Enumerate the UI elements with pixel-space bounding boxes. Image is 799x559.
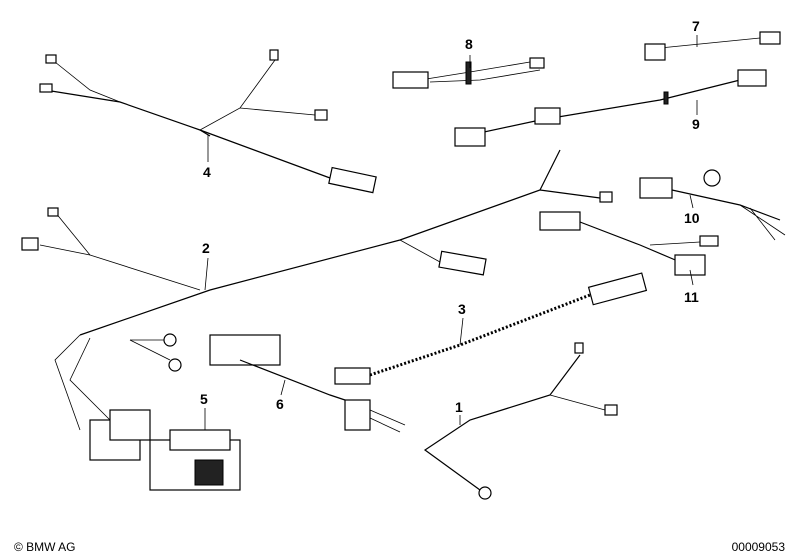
- harness-10: [639, 169, 786, 241]
- harness-11: [539, 211, 719, 276]
- harness-7: [644, 31, 781, 61]
- harness-1: [423, 342, 618, 500]
- callout-6[interactable]: 6: [276, 396, 284, 412]
- callout-1[interactable]: 1: [455, 399, 463, 415]
- callout-5[interactable]: 5: [200, 391, 208, 407]
- cable-6: [209, 334, 406, 433]
- harness-9: [454, 69, 767, 147]
- copyright-label: © BMW AG: [14, 540, 76, 554]
- callout-leaders: [204, 35, 698, 430]
- callout-7[interactable]: 7: [692, 18, 700, 34]
- callout-11[interactable]: 11: [684, 289, 699, 305]
- callout-10[interactable]: 10: [684, 210, 700, 226]
- harness-8: [392, 57, 545, 89]
- callout-8[interactable]: 8: [465, 36, 473, 52]
- callout-4[interactable]: 4: [203, 164, 211, 180]
- switch-5: [149, 429, 241, 491]
- callout-9[interactable]: 9: [692, 116, 700, 132]
- diagram-id: 00009053: [731, 540, 785, 554]
- callout-2[interactable]: 2: [202, 240, 210, 256]
- callout-3[interactable]: 3: [458, 301, 466, 317]
- harness-3: [334, 272, 648, 385]
- harness-2: [21, 149, 613, 461]
- harness-4: [39, 49, 377, 194]
